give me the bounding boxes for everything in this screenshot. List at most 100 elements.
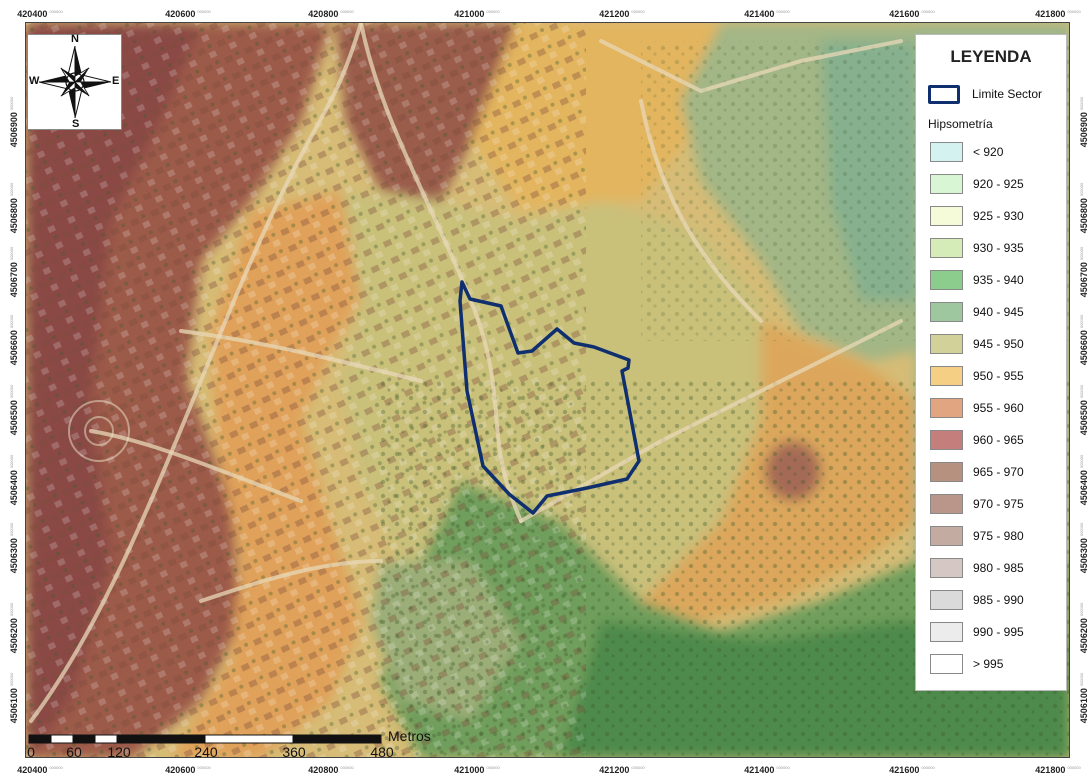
scale-segment	[94, 734, 118, 744]
axis-left-tick: 4506200000000	[9, 602, 19, 654]
legend-class-row: 970 - 975	[930, 494, 1060, 516]
legend-swatch	[930, 622, 963, 642]
north-label: N	[71, 33, 79, 45]
compass-rose-icon	[38, 45, 112, 119]
axis-left-tick: 4506800000000	[9, 182, 19, 234]
legend-swatch	[930, 270, 963, 290]
scale-label: 120	[107, 744, 131, 760]
legend-swatch	[930, 654, 963, 674]
legend-class-label: 990 - 995	[973, 625, 1024, 639]
legend-class-row: 945 - 950	[930, 334, 1060, 356]
axis-left-tick: 4506900000000	[9, 96, 19, 148]
axis-left-tick: 4506100000000	[9, 672, 19, 724]
sector-boundary	[458, 280, 641, 515]
legend-class-row: 985 - 990	[930, 590, 1060, 612]
axis-left-tick: 4506600000000	[9, 314, 19, 366]
axis-right-tick: 4506100000000	[1079, 672, 1089, 724]
legend-class-row: 990 - 995	[930, 622, 1060, 644]
legend-swatch	[930, 206, 963, 226]
legend-class-label: 930 - 935	[973, 241, 1024, 255]
east-label: E	[112, 75, 120, 87]
legend-class-label: 940 - 945	[973, 305, 1024, 319]
scale-label: 60	[66, 744, 82, 760]
west-label: W	[29, 75, 40, 87]
legend-swatch	[930, 174, 963, 194]
legend-swatch	[930, 526, 963, 546]
legend-class-label: 945 - 950	[973, 337, 1024, 351]
north-arrow: N S E W	[27, 33, 122, 130]
scale-segment	[292, 734, 382, 744]
legend-swatch	[930, 462, 963, 482]
legend-class-row: 950 - 955	[930, 366, 1060, 388]
scale-label: 240	[194, 744, 218, 760]
legend-swatch	[930, 558, 963, 578]
legend-swatch	[930, 334, 963, 354]
legend-swatch	[930, 366, 963, 386]
legend-swatch	[930, 494, 963, 514]
legend-swatch	[930, 590, 963, 610]
scale-label: 0	[27, 744, 35, 760]
scale-segment	[116, 734, 206, 744]
scale-label: 360	[282, 744, 306, 760]
axis-right-tick: 4506700000000	[1079, 246, 1089, 298]
axis-right-tick: 4506200000000	[1079, 602, 1089, 654]
map-frame[interactable]	[25, 22, 1070, 758]
legend-class-row: 925 - 930	[930, 206, 1060, 228]
hypsometric-map[interactable]	[26, 23, 1070, 758]
axis-right-tick: 4506900000000	[1079, 96, 1089, 148]
scale-bar-graphic	[28, 734, 382, 744]
legend-class-row: 940 - 945	[930, 302, 1060, 324]
legend-class-label: 985 - 990	[973, 593, 1024, 607]
legend-class-label: > 995	[973, 657, 1004, 671]
scale-segment	[204, 734, 294, 744]
legend-class-row: 975 - 980	[930, 526, 1060, 548]
legend-class-row: < 920	[930, 142, 1060, 164]
legend-class-label: 925 - 930	[973, 209, 1024, 223]
legend-class-label: 935 - 940	[973, 273, 1024, 287]
legend-class-row: 955 - 960	[930, 398, 1060, 420]
legend-swatch	[930, 302, 963, 322]
south-label: S	[72, 118, 80, 130]
axis-left-tick: 4506500000000	[9, 384, 19, 436]
sector-limit-swatch	[928, 85, 960, 104]
axis-left-tick: 4506300000000	[9, 522, 19, 574]
legend-class-row: 960 - 965	[930, 430, 1060, 452]
legend-swatch	[930, 142, 963, 162]
hypsometry-label: Hipsometría	[928, 117, 993, 131]
legend-class-label: 975 - 980	[973, 529, 1024, 543]
legend-title: LEYENDA	[950, 47, 1032, 66]
legend-class-row: 920 - 925	[930, 174, 1060, 196]
axis-right-tick: 4506400000000	[1079, 454, 1089, 506]
axis-right-tick: 4506300000000	[1079, 522, 1089, 574]
legend-class-row: 935 - 940	[930, 270, 1060, 292]
legend-class-row: 980 - 985	[930, 558, 1060, 580]
legend-class-label: 920 - 925	[973, 177, 1024, 191]
scale-segment	[72, 734, 96, 744]
legend-class-label: 965 - 970	[973, 465, 1024, 479]
scale-label: 480	[370, 744, 394, 760]
axis-right-tick: 4506500000000	[1079, 384, 1089, 436]
legend-class-row: 930 - 935	[930, 238, 1060, 260]
legend-swatch	[930, 430, 963, 450]
legend-class-row: > 995	[930, 654, 1060, 676]
legend-swatch	[930, 398, 963, 418]
legend-class-label: 960 - 965	[973, 433, 1024, 447]
legend-class-label: 970 - 975	[973, 497, 1024, 511]
